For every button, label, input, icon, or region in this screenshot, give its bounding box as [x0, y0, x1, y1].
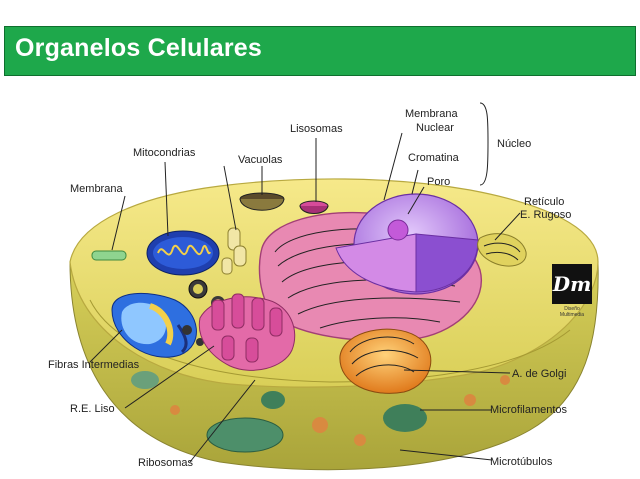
nucleus [335, 193, 479, 295]
label-membrana-nuclear-2: Nuclear [416, 122, 454, 134]
rough-er-right [477, 233, 527, 267]
label-poro: Poro [427, 176, 450, 188]
label-cromatina: Cromatina [408, 152, 460, 164]
label-membrana-nuclear-1: Membrana [405, 108, 458, 120]
label-lisosomas: Lisosomas [290, 123, 343, 135]
logo-mark: Dm [552, 264, 592, 304]
label-membrana: Membrana [70, 183, 123, 195]
membrane-fragment [91, 250, 127, 261]
title-banner: Organelos Celulares [4, 26, 636, 76]
label-vacuolas: Vacuolas [238, 154, 283, 166]
page-title: Organelos Celulares [15, 34, 262, 62]
vacuole [239, 192, 285, 211]
smooth-er [198, 293, 296, 371]
label-reticulo-1: Retículo [524, 196, 564, 208]
labels: Membrana Mitocondrias Vacuolas Lisosomas… [48, 108, 571, 469]
mitochondrion-1 [146, 230, 220, 276]
publisher-logo: Dm Diseño Multimedia [552, 264, 592, 324]
label-mitocondrias: Mitocondrias [133, 147, 196, 159]
label-microfilamentos: Microfilamentos [490, 404, 568, 416]
smooth-er-vesicles [221, 227, 247, 275]
label-nucleo: Núcleo [497, 138, 531, 150]
mitochondrion-2 [111, 292, 197, 358]
label-lines [89, 102, 521, 463]
logo-caption: Diseño Multimedia [559, 306, 585, 318]
label-fibras: Fibras Intermedias [48, 359, 140, 371]
bottom-organelles [131, 371, 510, 453]
label-reticulo-2: E. Rugoso [520, 209, 571, 221]
lysosome [299, 200, 329, 214]
label-re-liso: R.E. Liso [70, 403, 115, 415]
label-golgi: A. de Golgi [512, 368, 566, 380]
golgi-apparatus [339, 328, 432, 394]
label-microtubulos: Microtúbulos [490, 456, 553, 468]
label-ribosomas: Ribosomas [138, 457, 194, 469]
